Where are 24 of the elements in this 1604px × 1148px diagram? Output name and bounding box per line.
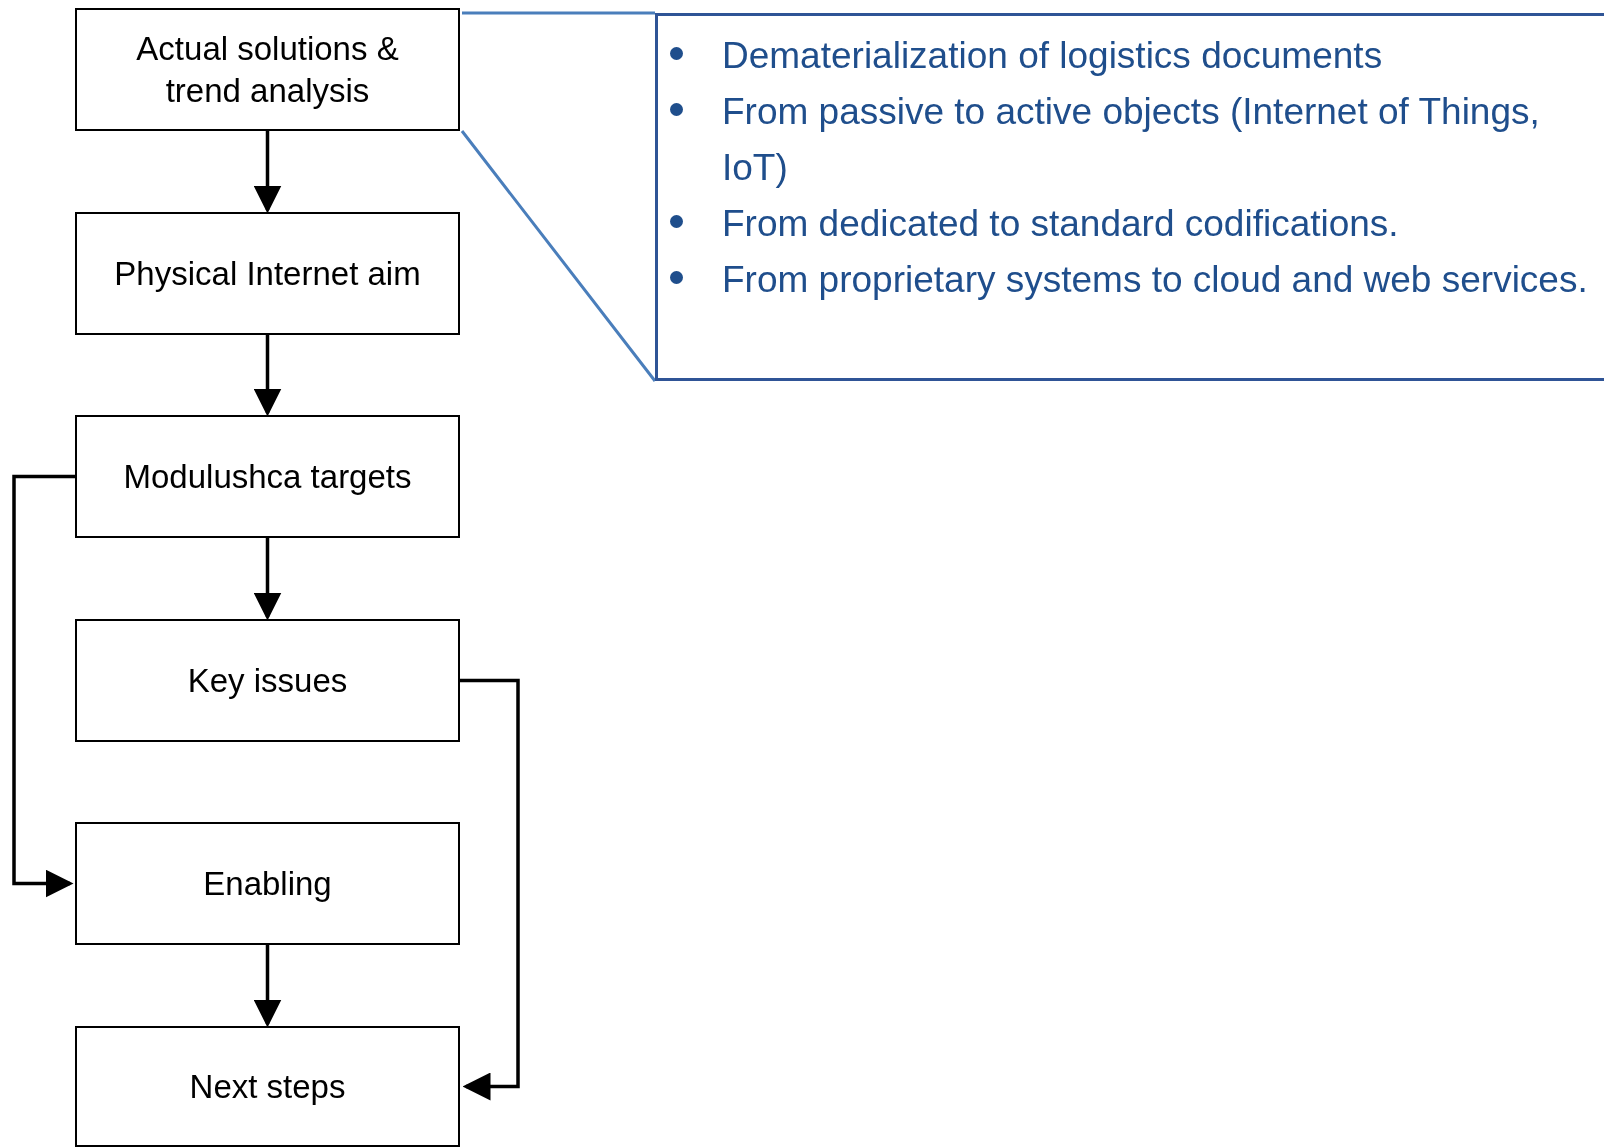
arrow (460, 678, 520, 1101)
box-label: Physical Internet aim (114, 253, 421, 294)
box-label: Modulushca targets (123, 456, 412, 497)
bullet-text: Dematerialization of logistics documents (722, 34, 1383, 78)
arrow (253, 538, 282, 621)
box-label: Key issues (187, 660, 348, 701)
process-box (75, 8, 460, 131)
callout-line (460, 11, 657, 383)
process-box (75, 822, 460, 945)
process-box (75, 619, 460, 742)
box-label: Next steps (189, 1066, 346, 1107)
arrow (12, 474, 75, 898)
arrow (253, 945, 282, 1028)
process-box (75, 1026, 460, 1147)
process-box (75, 415, 460, 538)
process-box (75, 212, 460, 335)
bullet-text: From proprietary systems to cloud and web services. (722, 258, 1588, 302)
bullet-text: From passive to active objects (Internet of Things, IoT) (722, 90, 1541, 190)
callout-panel (655, 13, 1604, 381)
box-label: Actual solutions & trend analysis (135, 28, 400, 111)
arrow (253, 131, 282, 214)
bullet-text: From dedicated to standard codifications. (722, 202, 1399, 246)
arrow (253, 335, 282, 417)
box-label: Enabling (203, 863, 332, 904)
